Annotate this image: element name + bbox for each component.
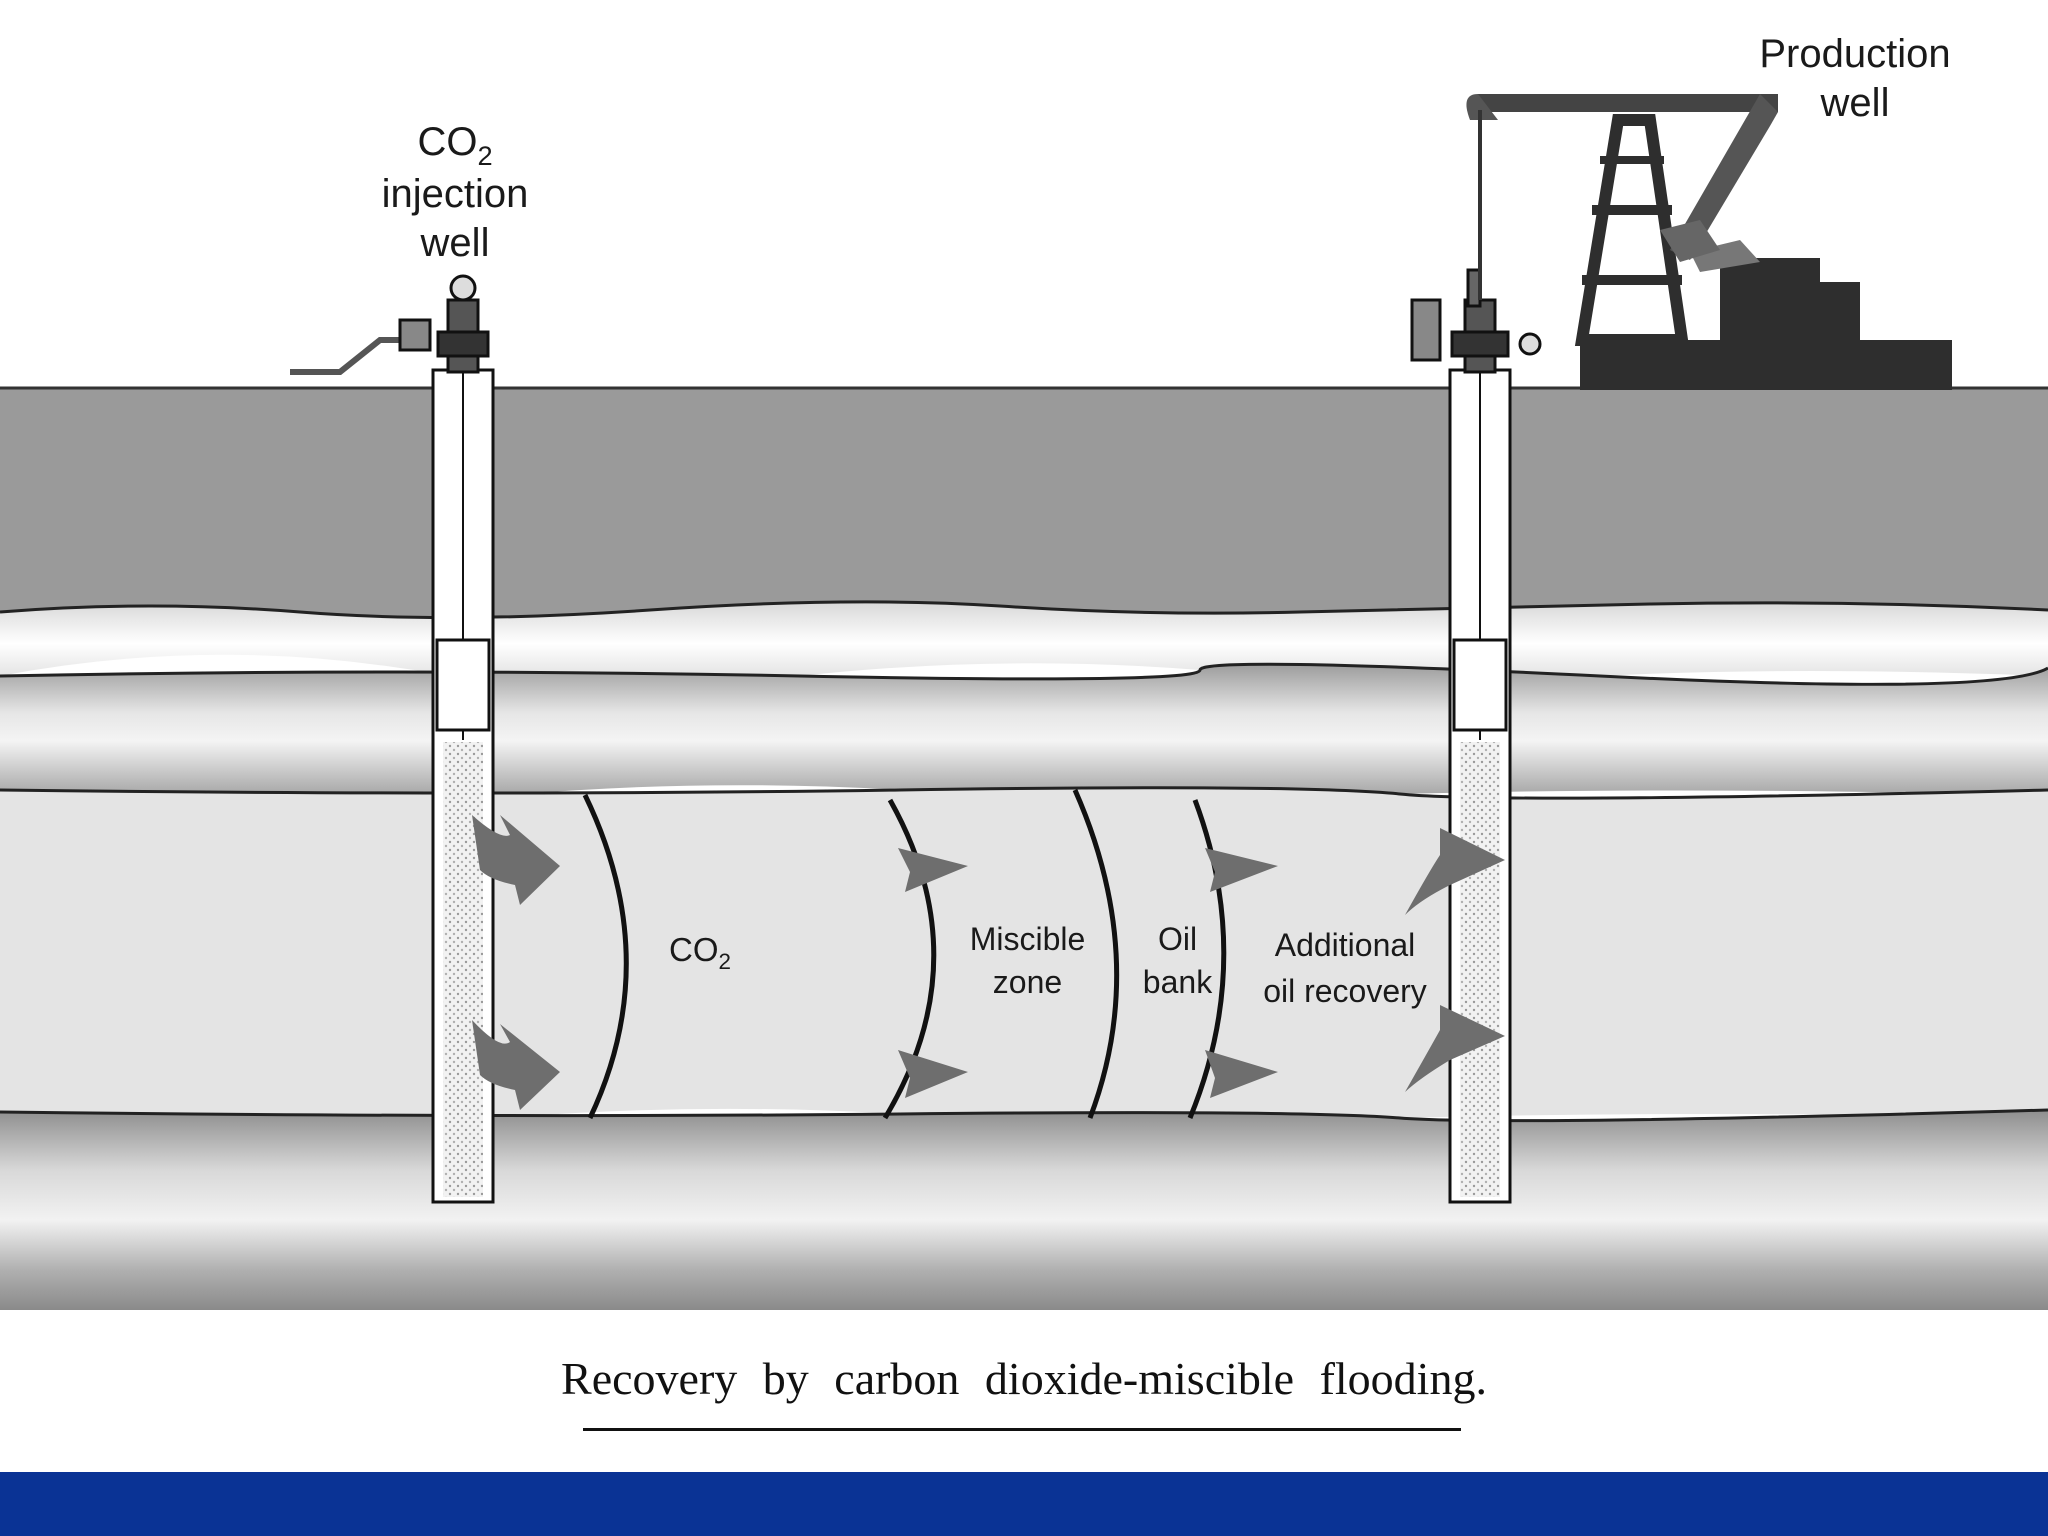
oil-bank-label: Oil bank xyxy=(1142,921,1213,1000)
injection-well xyxy=(290,274,495,1204)
flooding-diagram xyxy=(0,94,2048,1310)
flow-arrows xyxy=(472,815,1505,1110)
bottom-rock-band xyxy=(0,1110,2048,1310)
figure-caption: Recovery by carbon dioxide-miscible floo… xyxy=(561,1353,1487,1404)
front-arcs xyxy=(582,788,1227,1120)
white-band xyxy=(0,601,2048,686)
overburden-layer xyxy=(0,388,2048,618)
caprock-band xyxy=(0,664,2048,804)
injection-well-label: CO2 injection well xyxy=(381,120,529,265)
production-well-label: Production well xyxy=(1759,32,1951,125)
co2-zone-label: CO2 xyxy=(669,931,731,974)
pump-jack xyxy=(1466,94,1952,390)
footer-bar xyxy=(0,1472,2048,1536)
production-well xyxy=(1410,268,1542,1204)
additional-recovery-label: Additional oil recovery xyxy=(1263,927,1427,1009)
caption-underline xyxy=(583,1428,1461,1431)
miscible-zone-label: Miscible zone xyxy=(969,921,1086,1000)
